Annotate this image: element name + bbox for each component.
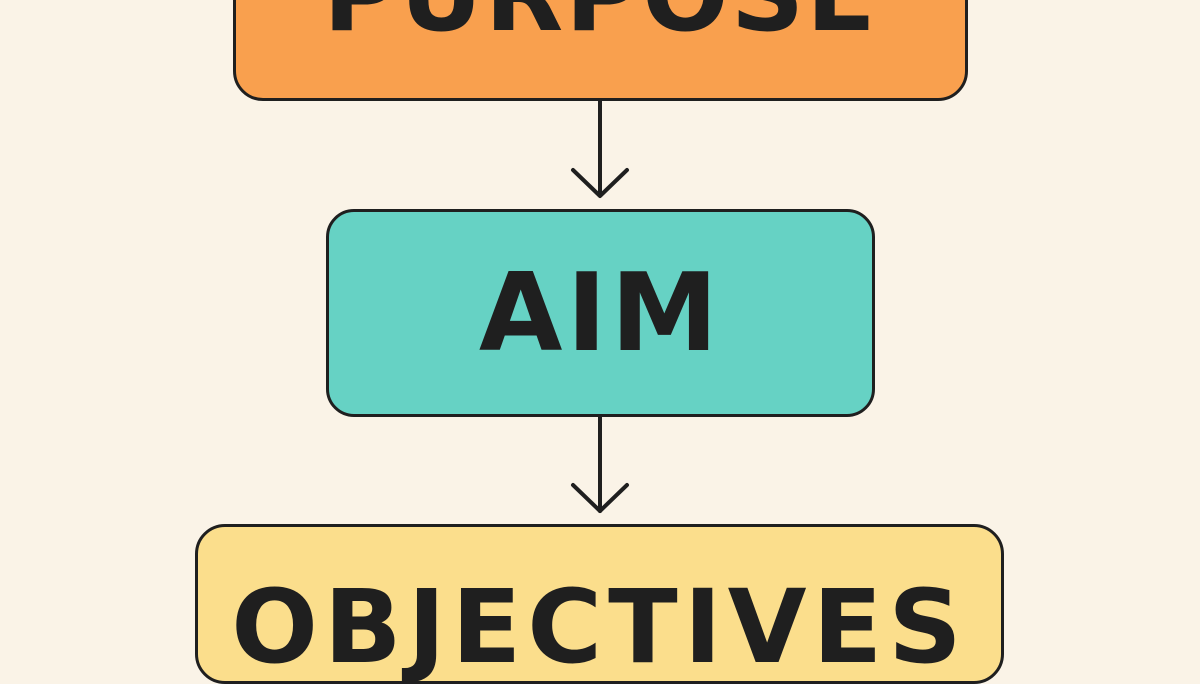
purpose-box: PURPOSE (233, 0, 968, 101)
arrow-aim-to-objectives-icon (571, 415, 629, 513)
aim-box: AIM (326, 209, 875, 417)
objectives-label: OBJECTIVES (231, 568, 968, 684)
flow-arrows (571, 99, 629, 513)
aim-label: AIM (478, 251, 723, 376)
objectives-box: OBJECTIVES (195, 524, 1004, 684)
arrow-purpose-to-aim-icon (571, 99, 629, 198)
purpose-label: PURPOSE (236, 0, 965, 47)
